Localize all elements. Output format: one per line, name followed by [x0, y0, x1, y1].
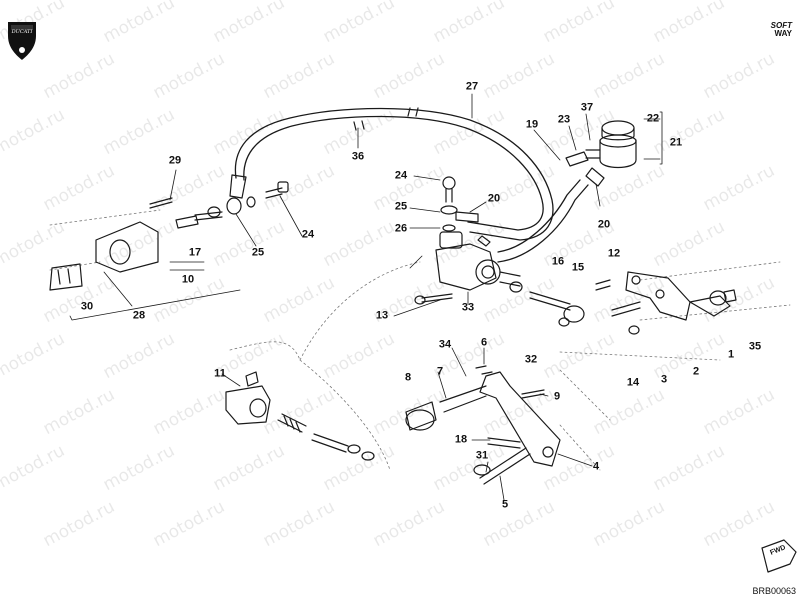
hose-27-36 [229, 107, 554, 241]
callout-26: 26 [394, 222, 408, 235]
reservoir-assembly [565, 120, 637, 169]
callout-8: 8 [404, 371, 412, 384]
banjo-fittings [175, 176, 479, 232]
callout-7: 7 [436, 365, 444, 378]
callout-17: 17 [188, 246, 202, 259]
callout-12: 12 [607, 247, 621, 260]
callout-16: 16 [551, 255, 565, 268]
callout-29: 29 [168, 154, 182, 167]
callout-20b: 20 [597, 218, 611, 231]
callout-20a: 20 [487, 192, 501, 205]
callout-33: 33 [461, 301, 475, 314]
clutch-pedal-assembly [405, 365, 561, 485]
brand-line-2: WAY [774, 29, 793, 38]
lever-bracket [595, 271, 737, 335]
callout-3: 3 [660, 373, 668, 386]
brand-line-1: SOFT [770, 21, 792, 30]
fwd-arrow [761, 539, 797, 573]
callout-37: 37 [580, 101, 594, 114]
callout-1: 1 [727, 348, 735, 361]
frame-outline [49, 209, 791, 471]
callout-28: 28 [132, 309, 146, 322]
callout-9: 9 [553, 390, 561, 403]
callout-22: 22 [646, 112, 660, 125]
callout-14: 14 [626, 376, 640, 389]
callout-31: 31 [475, 449, 489, 462]
front-cylinder-11 [225, 371, 375, 461]
softway-brand: SOFT WAY [771, 22, 792, 38]
hose-16 [497, 167, 605, 263]
callout-10: 10 [181, 273, 195, 286]
callout-25a: 25 [394, 200, 408, 213]
callout-21: 21 [669, 136, 683, 149]
callout-19: 19 [525, 118, 539, 131]
callout-24a: 24 [394, 169, 408, 182]
drawing-code: BRB00063 [752, 586, 796, 596]
callout-11: 11 [214, 367, 226, 380]
callout-5: 5 [501, 498, 509, 511]
callout-34: 34 [438, 338, 452, 351]
callout-6: 6 [480, 336, 488, 349]
callout-25b: 25 [251, 246, 265, 259]
leader-lines [69, 93, 663, 501]
ducati-shield-logo [8, 22, 36, 60]
callout-15: 15 [571, 261, 585, 274]
callout-36: 36 [351, 150, 365, 163]
callout-13: 13 [375, 309, 389, 322]
callout-18: 18 [454, 433, 468, 446]
logo-lettering: DUCATI [11, 29, 33, 35]
callout-27: 27 [465, 80, 479, 93]
callout-24b: 24 [301, 228, 315, 241]
callout-4: 4 [592, 460, 600, 473]
callout-23: 23 [557, 113, 571, 126]
callout-32: 32 [524, 353, 538, 366]
master-cylinder [414, 231, 585, 327]
callout-35: 35 [748, 340, 762, 353]
callout-2: 2 [692, 365, 700, 378]
callout-30: 30 [80, 300, 94, 313]
slave-cylinder [49, 197, 173, 291]
